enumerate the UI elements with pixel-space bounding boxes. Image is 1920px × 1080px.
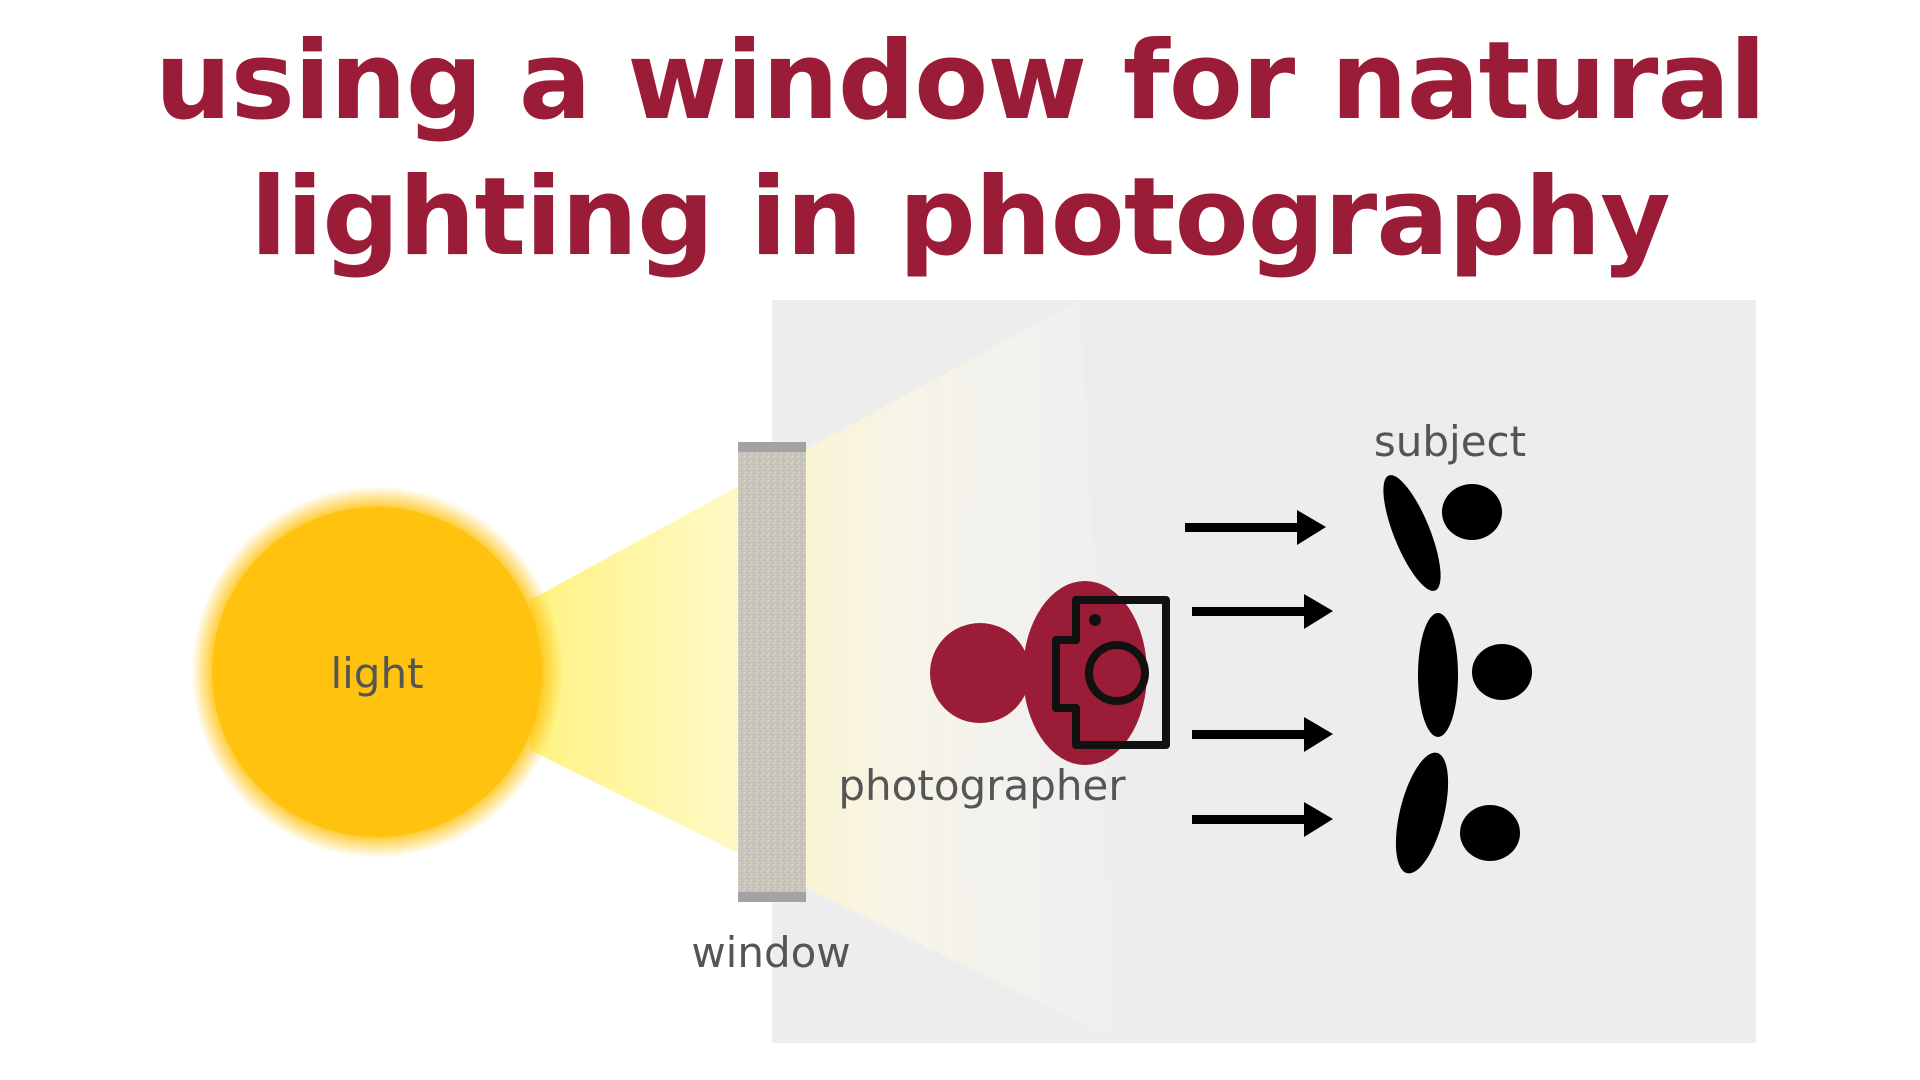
window-glass [738,452,806,892]
right-arrow-icon [1192,717,1333,752]
photographer-label: photographer [838,761,1126,810]
light-label: light [330,649,423,698]
window-label: window [691,928,850,977]
subject-figure-icon [1395,752,1520,874]
page-title: using a window for natural lighting in p… [0,14,1920,286]
arrows [1185,510,1333,837]
camera-flash-dot [1089,614,1101,626]
right-arrow-icon [1192,594,1333,629]
light-beam [530,300,1120,1043]
title-line-2: lighting in photography [250,155,1670,280]
camera-icon [1052,596,1170,749]
right-arrow-icon [1192,802,1333,837]
light-source [212,507,542,837]
right-arrow-icon [1185,510,1326,545]
subject-figure-icon [1383,475,1502,591]
title-line-1: using a window for natural [154,19,1767,144]
subject-label: subject [1374,417,1526,466]
subjects [1383,475,1532,874]
subject-figure-icon [1418,613,1532,737]
photographer-head [930,623,1030,723]
